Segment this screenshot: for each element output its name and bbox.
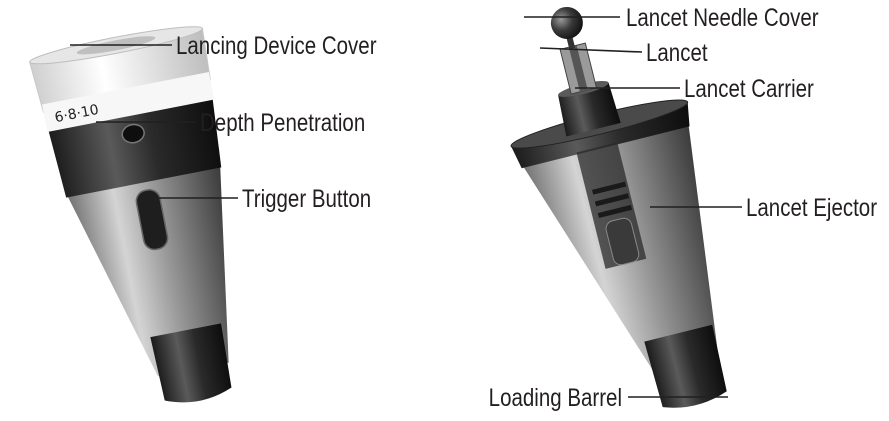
depth-penetration-window [121,123,145,144]
label-lancet-ejector: Lancet Ejector [746,193,877,221]
label-lancing-device-cover: Lancing Device Cover [176,31,377,59]
label-loading-barrel: Loading Barrel [489,383,622,411]
lancet-needle-cover [550,6,583,39]
leader-lancet [539,47,643,53]
left-lancing-device: 6·8·10 [29,26,232,403]
label-depth-penetration: Depth Penetration [200,108,365,136]
lancet-ejector [592,181,640,266]
loading-barrel [644,324,727,408]
label-lancet-carrier: Lancet Carrier [684,74,814,102]
trigger-button [135,189,169,251]
left-device-end-cap [150,323,232,403]
left-device-body [64,160,229,377]
lancet-carrier [558,82,621,137]
right-lancing-device [510,6,727,408]
label-lancet-needle-cover: Lancet Needle Cover [626,3,819,31]
depth-dial-band [41,72,215,132]
label-lancet: Lancet [646,38,708,66]
label-trigger-button: Trigger Button [242,184,371,212]
